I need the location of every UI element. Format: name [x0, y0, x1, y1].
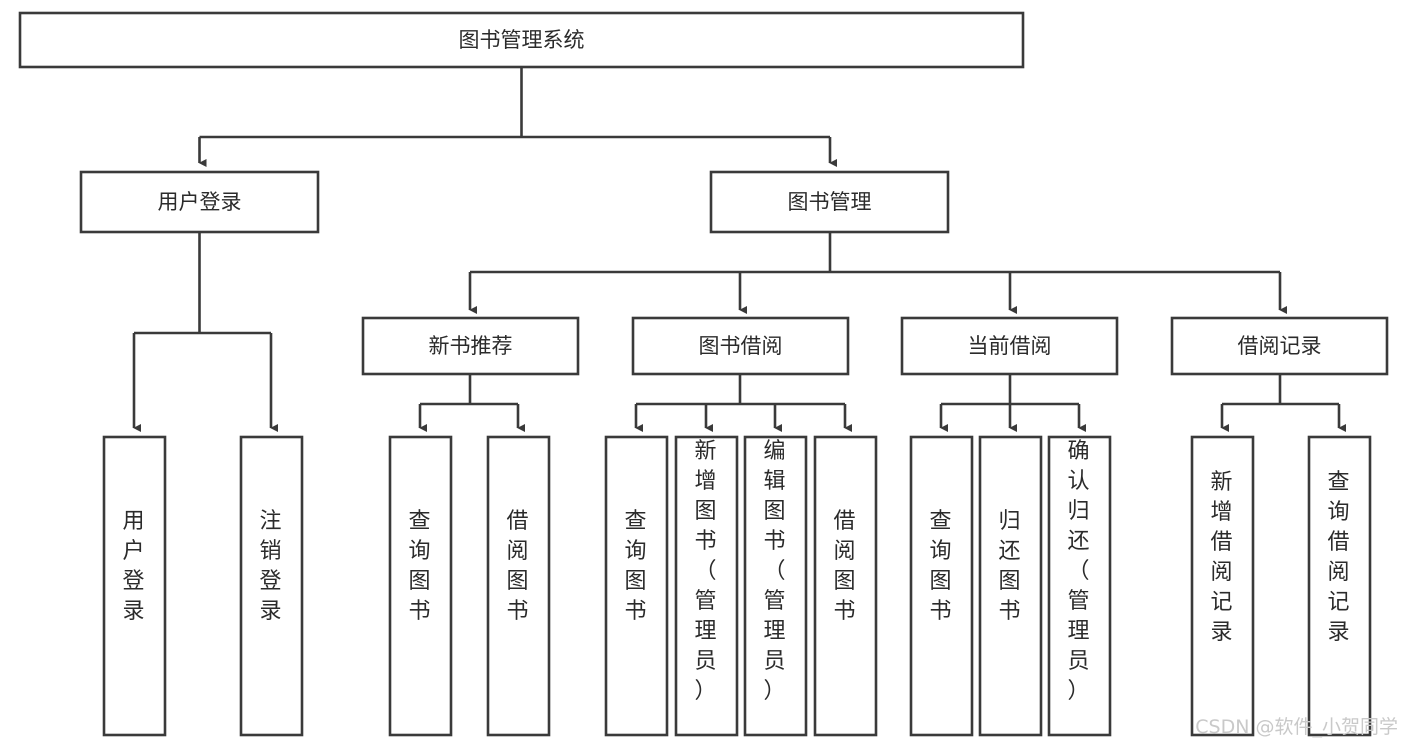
node-leaf-add-book-admin-label: 新增图书（管理员）: [694, 439, 718, 704]
node-new-book-recommend-label: 新书推荐: [429, 334, 513, 358]
node-book-management[interactable]: 图书管理: [709, 170, 950, 234]
node-leaf-edit-book-admin-box[interactable]: [743, 435, 808, 737]
node-leaf-edit-book-admin[interactable]: 编辑图书（管理员）: [743, 435, 808, 737]
node-leaf-add-book-admin[interactable]: 新增图书（管理员）: [674, 435, 739, 737]
node-book-management-label: 图书管理: [788, 190, 872, 214]
node-user-login[interactable]: 用户登录: [79, 170, 320, 234]
node-book-borrow[interactable]: 图书借阅: [631, 316, 850, 376]
node-current-borrow[interactable]: 当前借阅: [900, 316, 1119, 376]
node-root-box[interactable]: [18, 11, 1025, 69]
node-leaf-confirm-return-admin-label: 确认归还（管理员）: [1067, 439, 1091, 704]
node-leaf-query-book-3-label: 查询图书: [929, 509, 953, 624]
node-book-borrow-label: 图书借阅: [699, 334, 783, 358]
node-leaf-query-book-2-box[interactable]: [604, 435, 669, 737]
node-leaf-logout-label: 注销登录: [259, 509, 283, 624]
csdn-watermark: CSDN @软件_小贺同学: [1195, 716, 1398, 738]
node-leaf-add-borrow-record-label: 新增借阅记录: [1210, 470, 1234, 645]
node-leaf-user-login-box[interactable]: [102, 435, 167, 737]
node-new-book-recommend[interactable]: 新书推荐: [361, 316, 580, 376]
node-leaf-query-borrow-record-box[interactable]: [1307, 435, 1372, 737]
node-leaf-return-book-box[interactable]: [978, 435, 1043, 737]
node-leaf-borrow-book-1-box[interactable]: [486, 435, 551, 737]
node-user-login-box[interactable]: [79, 170, 320, 234]
node-root-label: 图书管理系统: [459, 28, 585, 52]
node-leaf-borrow-book-1[interactable]: 借阅图书: [486, 435, 551, 737]
node-new-book-recommend-box[interactable]: [361, 316, 580, 376]
node-leaf-return-book[interactable]: 归还图书: [978, 435, 1043, 737]
node-leaf-confirm-return-admin-box[interactable]: [1047, 435, 1112, 737]
node-leaf-edit-book-admin-label: 编辑图书（管理员）: [763, 439, 787, 704]
node-current-borrow-box[interactable]: [900, 316, 1119, 376]
node-leaf-query-book-1-box[interactable]: [388, 435, 453, 737]
node-leaf-query-book-2-label: 查询图书: [624, 509, 648, 624]
connector-layer: [132, 67, 1346, 433]
node-leaf-user-login-label: 用户登录: [122, 509, 146, 624]
node-borrow-record-box[interactable]: [1170, 316, 1389, 376]
node-borrow-record-label: 借阅记录: [1238, 334, 1322, 358]
leaf-layer: 用户登录 注销登录 查询图书 借阅图书 查询图书 新增图书（管理员） 编辑图书（…: [102, 435, 1372, 737]
node-leaf-return-book-label: 归还图书: [998, 509, 1022, 624]
node-book-management-box[interactable]: [709, 170, 950, 234]
node-leaf-query-borrow-record[interactable]: 查询借阅记录: [1307, 435, 1372, 737]
node-leaf-query-borrow-record-label: 查询借阅记录: [1327, 470, 1351, 645]
node-leaf-confirm-return-admin[interactable]: 确认归还（管理员）: [1047, 435, 1112, 737]
node-leaf-add-borrow-record-box[interactable]: [1190, 435, 1255, 737]
node-leaf-query-book-3[interactable]: 查询图书: [909, 435, 974, 737]
node-leaf-add-borrow-record[interactable]: 新增借阅记录: [1190, 435, 1255, 737]
node-leaf-logout[interactable]: 注销登录: [239, 435, 304, 737]
node-leaf-add-book-admin-box[interactable]: [674, 435, 739, 737]
node-leaf-query-book-1-label: 查询图书: [408, 509, 432, 624]
node-leaf-borrow-book-2[interactable]: 借阅图书: [813, 435, 878, 737]
node-book-borrow-box[interactable]: [631, 316, 850, 376]
node-user-login-label: 用户登录: [158, 190, 242, 214]
node-current-borrow-label: 当前借阅: [968, 334, 1052, 358]
node-leaf-logout-box[interactable]: [239, 435, 304, 737]
node-leaf-borrow-book-2-box[interactable]: [813, 435, 878, 737]
node-root[interactable]: 图书管理系统: [18, 11, 1025, 69]
node-leaf-query-book-1[interactable]: 查询图书: [388, 435, 453, 737]
node-leaf-borrow-book-1-label: 借阅图书: [506, 509, 530, 624]
node-leaf-user-login[interactable]: 用户登录: [102, 435, 167, 737]
node-borrow-record[interactable]: 借阅记录: [1170, 316, 1389, 376]
node-leaf-borrow-book-2-label: 借阅图书: [833, 509, 857, 624]
node-leaf-query-book-3-box[interactable]: [909, 435, 974, 737]
node-leaf-query-book-2[interactable]: 查询图书: [604, 435, 669, 737]
